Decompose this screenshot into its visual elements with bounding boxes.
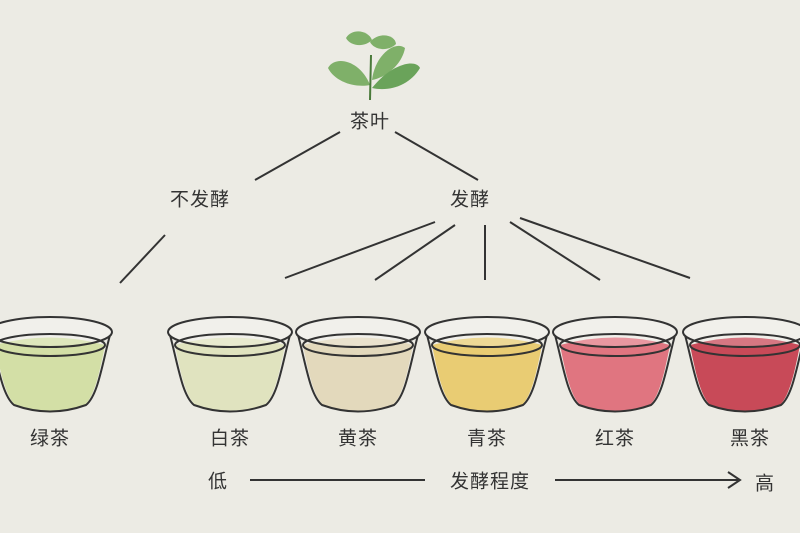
tea-cup — [295, 316, 421, 413]
liquid-surface — [174, 333, 286, 357]
cup-body — [0, 334, 111, 413]
arrow-head-icon — [727, 471, 742, 489]
tea-label: 黄茶 — [337, 427, 379, 450]
cup-body — [426, 334, 548, 413]
tea-cup — [0, 316, 113, 413]
cup-body — [554, 334, 676, 413]
cup-rim — [295, 316, 421, 348]
branch-line — [254, 131, 341, 181]
liquid-surface — [559, 333, 671, 357]
tree-lines — [119, 131, 742, 489]
cup-liquid — [175, 337, 285, 412]
liquid-surface — [302, 333, 414, 357]
root-label: 茶叶 — [349, 110, 391, 133]
branch-line — [519, 217, 691, 279]
cup-rim — [552, 316, 678, 348]
cup-liquid — [690, 337, 800, 412]
unfermented-label: 不发酵 — [169, 188, 231, 211]
cup-rim — [167, 316, 293, 348]
axis-low-label: 低 — [207, 470, 229, 493]
cup-body — [684, 334, 800, 413]
cup-rim — [682, 316, 800, 348]
cup-liquid — [0, 337, 105, 412]
fermented-label: 发酵 — [449, 188, 491, 211]
cup-liquid — [303, 337, 413, 412]
tea-label: 白茶 — [209, 427, 251, 450]
cup-rim — [0, 316, 113, 348]
tea-leaf-icon — [328, 31, 420, 101]
tea-cup — [167, 316, 293, 413]
branch-line — [374, 224, 456, 281]
cup-body — [169, 334, 291, 413]
cup-liquid — [560, 337, 670, 412]
tea-cup — [552, 316, 678, 413]
axis-high-label: 高 — [754, 472, 776, 495]
tea-label: 红茶 — [594, 427, 636, 450]
tea-label: 绿茶 — [29, 427, 71, 450]
tea-label: 黑茶 — [729, 427, 771, 450]
branch-line — [119, 234, 166, 284]
axis-title: 发酵程度 — [449, 470, 531, 493]
branch-line — [284, 221, 436, 279]
cup-rim — [424, 316, 550, 348]
tea-cup — [682, 316, 800, 413]
liquid-surface — [431, 333, 543, 357]
branch-line — [394, 131, 479, 181]
liquid-surface — [689, 333, 800, 357]
cup-body — [297, 334, 419, 413]
tea-label: 青茶 — [466, 427, 508, 450]
cup-liquid — [432, 337, 542, 412]
liquid-surface — [0, 333, 106, 357]
tea-cup — [424, 316, 550, 413]
branch-line — [509, 221, 601, 281]
